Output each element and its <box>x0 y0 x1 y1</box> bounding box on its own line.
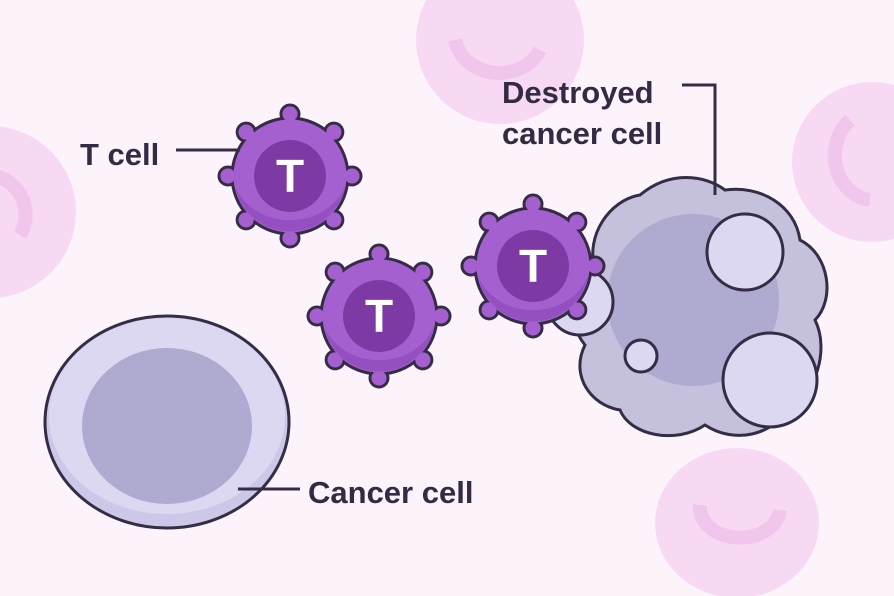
t-cell-letter: T <box>276 150 304 202</box>
blood-cell <box>792 82 894 242</box>
label-lines <box>176 83 717 491</box>
t-cell-letter: T <box>519 240 547 292</box>
t-cell-nucleus <box>343 280 415 352</box>
cancer-cell-label: Cancer cell <box>308 475 473 510</box>
t-cell: T <box>460 193 606 339</box>
destroyed-label-line1: Destroyed <box>502 75 654 110</box>
t-cell-label: T cell <box>80 137 159 172</box>
destroyed-label-line2: cancer cell <box>502 116 662 151</box>
blood-cell <box>655 448 819 596</box>
blood-cell <box>416 0 584 124</box>
t-cell: T <box>306 243 452 389</box>
t-cell-nucleus <box>497 230 569 302</box>
t-cell: T <box>217 103 363 249</box>
blood-cell <box>0 126 76 298</box>
t-cell-nucleus <box>254 140 326 212</box>
cancer-cell <box>43 314 291 530</box>
destroyed-pointer <box>682 83 717 195</box>
t-cell-letter: T <box>365 290 393 342</box>
